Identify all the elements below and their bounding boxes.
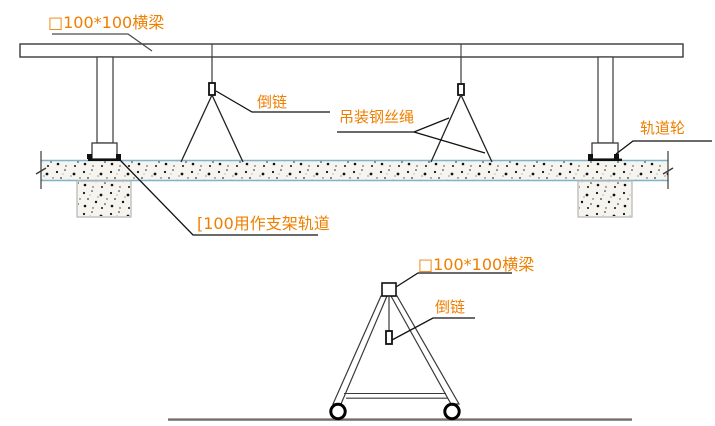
right-block-foot-b — [614, 154, 619, 159]
right-chain-hoist-assembly — [430, 57, 493, 163]
leader-wire-rope — [337, 117, 486, 154]
label-track-channel: [100用作支架轨道 — [197, 214, 330, 233]
right-chain-hoist-icon — [457, 83, 465, 96]
left-block-foot-b — [116, 154, 121, 159]
label-hoist-bottom: 倒链 — [435, 298, 465, 316]
left-sling-b — [211, 94, 244, 163]
slab-speckle-texture — [41, 161, 668, 180]
right-sling-b — [460, 94, 493, 163]
right-column — [588, 56, 622, 162]
left-chain-hoist-icon — [208, 82, 216, 96]
concrete-slab — [35, 151, 674, 189]
label-beam-top: □100*100横梁 — [48, 13, 164, 32]
apex-beam-block — [381, 282, 397, 297]
top-beam — [19, 43, 684, 58]
left-pier — [76, 180, 132, 218]
label-track-wheel: 轨道轮 — [640, 119, 685, 137]
right-pier — [577, 180, 633, 218]
slab-right-break-tick — [662, 167, 674, 175]
leader-track-wheel — [615, 140, 712, 155]
right-wheel — [443, 402, 461, 421]
left-chain-hoist-assembly — [180, 57, 244, 163]
left-track-wheel-block — [91, 142, 118, 160]
bottom-chain-hoist-icon — [385, 330, 393, 345]
lower-diagram: □100*100横梁 倒链 — [168, 255, 632, 421]
leader-hoist-top — [215, 90, 330, 113]
right-block-foot-a — [588, 154, 593, 159]
label-beam-bottom: □100*100横梁 — [418, 255, 534, 274]
left-block-foot-a — [87, 154, 92, 159]
slab-left-break-tick — [35, 167, 47, 175]
label-wire-rope: 吊装钢丝绳 — [339, 108, 414, 126]
upper-diagram: □100*100横梁 倒链 吊装钢丝绳 轨道轮 [100用作支架轨道 — [19, 13, 712, 236]
label-hoist-top: 倒链 — [257, 93, 287, 111]
leader-beam-top — [52, 33, 153, 52]
right-sling-a — [430, 94, 462, 163]
aframe-left-leg — [332, 295, 388, 405]
left-wheel — [329, 402, 347, 421]
leader-track-channel — [119, 159, 318, 236]
left-column — [87, 56, 121, 162]
left-sling-a — [180, 94, 213, 163]
leader-beam-bottom — [395, 272, 512, 288]
leader-hoist-bottom — [391, 317, 475, 341]
